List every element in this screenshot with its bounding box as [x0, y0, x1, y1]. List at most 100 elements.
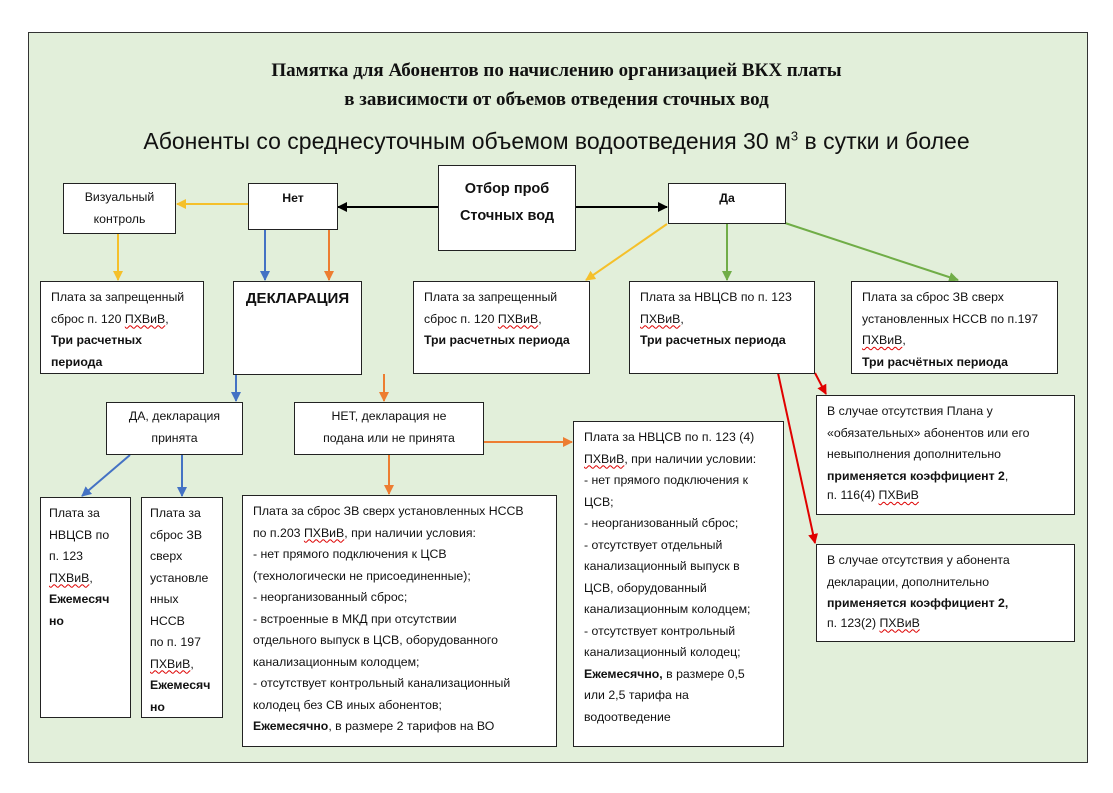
- text-line: п. 123(2) ПХВиВ: [827, 615, 1064, 631]
- arrow-declyes-to-nvcsv: [81, 454, 131, 497]
- subtitle-end: в сутки и более: [798, 128, 970, 154]
- text-line: отдельного выпуск в ЦСВ, оборудованного: [253, 633, 498, 647]
- root-line-2: Сточных вод: [459, 208, 555, 224]
- text: ПХВиВ: [124, 311, 166, 326]
- text-line: Три расчетных периода: [51, 333, 143, 369]
- text-line: Ежемесячно, в размере 2 тарифов на ВО: [253, 716, 546, 738]
- text-line: (технологически не присоединенные);: [253, 568, 471, 583]
- text-line: п. 116(4) ПХВиВ: [827, 487, 1064, 503]
- text: , в размере 2 тарифов на ВО: [328, 719, 495, 733]
- text: ПХВиВ: [862, 333, 903, 347]
- text-line: Три расчетных периода: [640, 333, 786, 347]
- text-line: Плата за НВЦСВ по п. 123 (4): [584, 430, 755, 444]
- text: , при наличии условии:: [624, 451, 757, 466]
- text-line: Три расчетных периода: [424, 333, 570, 347]
- small-zv-box: Плата за сброс ЗВ сверх установле нных Н…: [141, 497, 223, 718]
- arrow-yes-to-zv197: [784, 222, 959, 282]
- visual-control-box: Визуальный контроль: [63, 183, 176, 234]
- text-line: водоотведение: [584, 709, 671, 724]
- text: ,: [89, 570, 93, 585]
- no-box: Нет: [248, 183, 338, 230]
- text-line: канализационный выпуск в: [584, 559, 740, 573]
- text-line: или 2,5 тарифа на: [584, 688, 689, 702]
- root-sampling-box: Отбор проб Сточных вод: [438, 165, 576, 251]
- text-line: - отсутствует отдельный: [584, 537, 723, 552]
- text-line: Плата за запрещенный: [424, 290, 558, 304]
- text: п. 123(2): [827, 615, 880, 630]
- zv-197-box: Плата за сброс ЗВ сверх установленных НС…: [851, 281, 1058, 374]
- text-line: применяется коэффициент 2,: [827, 466, 1064, 488]
- text-line: Плата за: [49, 506, 100, 520]
- text: ПХВиВ: [497, 311, 539, 326]
- arrow-nvcsv-to-coef2: [777, 372, 818, 544]
- text-line: НВЦСВ по: [49, 527, 110, 542]
- root-line-1: Отбор проб: [464, 181, 550, 197]
- text-line: п. 123: [49, 549, 84, 563]
- text: ,: [190, 656, 194, 671]
- subtitle: Абоненты со среднесуточным объемом водоо…: [0, 128, 1113, 155]
- text-line: установле: [150, 570, 209, 585]
- text: Ежемесячно: [253, 719, 329, 733]
- coefficient-plan-box: В случае отсутствия Плана у «обязательны…: [816, 395, 1075, 515]
- text-line: Ежемесячно, в размере 0,5: [584, 664, 773, 686]
- text-line: но: [49, 613, 64, 628]
- text-line: сверх: [150, 549, 183, 563]
- text-line: ПХВиВ,: [862, 330, 1047, 352]
- text-line: принята: [151, 430, 198, 445]
- zv-203-box: Плата за сброс ЗВ сверх установленных НС…: [242, 495, 557, 747]
- subtitle-text: Абоненты со среднесуточным объемом водоо…: [143, 128, 791, 154]
- text: ПХВиВ: [640, 311, 681, 326]
- text: ,: [902, 333, 906, 347]
- text-line: Ежемесяч: [150, 678, 211, 692]
- text-line: ПХВиВ,: [49, 568, 122, 590]
- text-line: канализационным колодцем;: [584, 602, 751, 616]
- text-line: В случае отсутствия у абонента: [827, 553, 1010, 567]
- text-line: В случае отсутствия Плана у: [827, 404, 993, 418]
- text-line: установленных НССВ по п.197: [862, 311, 1039, 326]
- nvcsv-123-box: Плата за НВЦСВ по п. 123 ПХВиВ, Три расч…: [629, 281, 815, 374]
- small-nvcsv-box: Плата за НВЦСВ по п. 123 ПХВиВ, Ежемесяч…: [40, 497, 131, 718]
- text-line: но: [150, 699, 165, 714]
- text-line: Плата за: [150, 506, 201, 520]
- text-line: по п.203 ПХВиВ, при наличии условия:: [253, 523, 546, 545]
- text: ПХВиВ: [879, 615, 920, 630]
- text-line: - встроенные в МКД при отсутствии: [253, 611, 457, 626]
- text-line: канализационным колодцем;: [253, 654, 420, 669]
- title-line-1: Памятка для Абонентов по начислению орга…: [271, 60, 842, 81]
- text-line: сброс п. 120 ПХВиВ,: [51, 309, 193, 331]
- text-line: - отсутствует контрольный канализационны…: [253, 676, 511, 690]
- text-line: Плата за сброс ЗВ сверх установленных НС…: [253, 504, 524, 518]
- text: применяется коэффициент 2: [827, 468, 1005, 483]
- text: ,: [680, 311, 684, 326]
- arrow-yes-to-forbidden: [585, 223, 668, 281]
- text: в размере 0,5: [662, 666, 745, 681]
- text: Ежемесячно,: [584, 666, 663, 681]
- visual-line-2: контроль: [93, 212, 146, 226]
- text-line: ПХВиВ,: [150, 654, 214, 676]
- text-line: подана или не принята: [323, 430, 455, 445]
- text-line: ПХВиВ,: [640, 309, 804, 331]
- text-line: Плата за запрещенный: [51, 290, 185, 304]
- text-line: Три расчётных периода: [862, 354, 1008, 369]
- text: ПХВиВ: [150, 656, 191, 671]
- text: ПХВиВ: [584, 451, 625, 466]
- subtitle-sup: 3: [790, 128, 799, 144]
- declaration-accepted-box: ДА, декларация принята: [106, 402, 243, 455]
- text-line: Ежемесяч: [49, 592, 110, 606]
- text-line: сброс п. 120 ПХВиВ,: [424, 309, 579, 331]
- text-line: - нет прямого подключения к: [584, 473, 748, 487]
- text-line: невыполнения дополнительно: [827, 447, 1001, 461]
- text: п. 116(4): [827, 488, 879, 502]
- arrow-nvcsv-to-coef1: [814, 372, 827, 395]
- yes-box: Да: [668, 183, 786, 224]
- text-line: НЕТ, декларация не: [331, 409, 447, 423]
- text-line: ЦСВ;: [584, 494, 614, 509]
- text: ПХВиВ: [878, 488, 919, 502]
- text: ,: [1004, 468, 1009, 483]
- declaration-box: ДЕКЛАРАЦИЯ: [233, 281, 362, 375]
- visual-line-1: Визуальный: [84, 190, 155, 204]
- title-line-2: в зависимости от объемов отведения сточн…: [344, 89, 769, 110]
- text: ,: [165, 311, 169, 326]
- text-line: нных НССВ: [150, 592, 185, 628]
